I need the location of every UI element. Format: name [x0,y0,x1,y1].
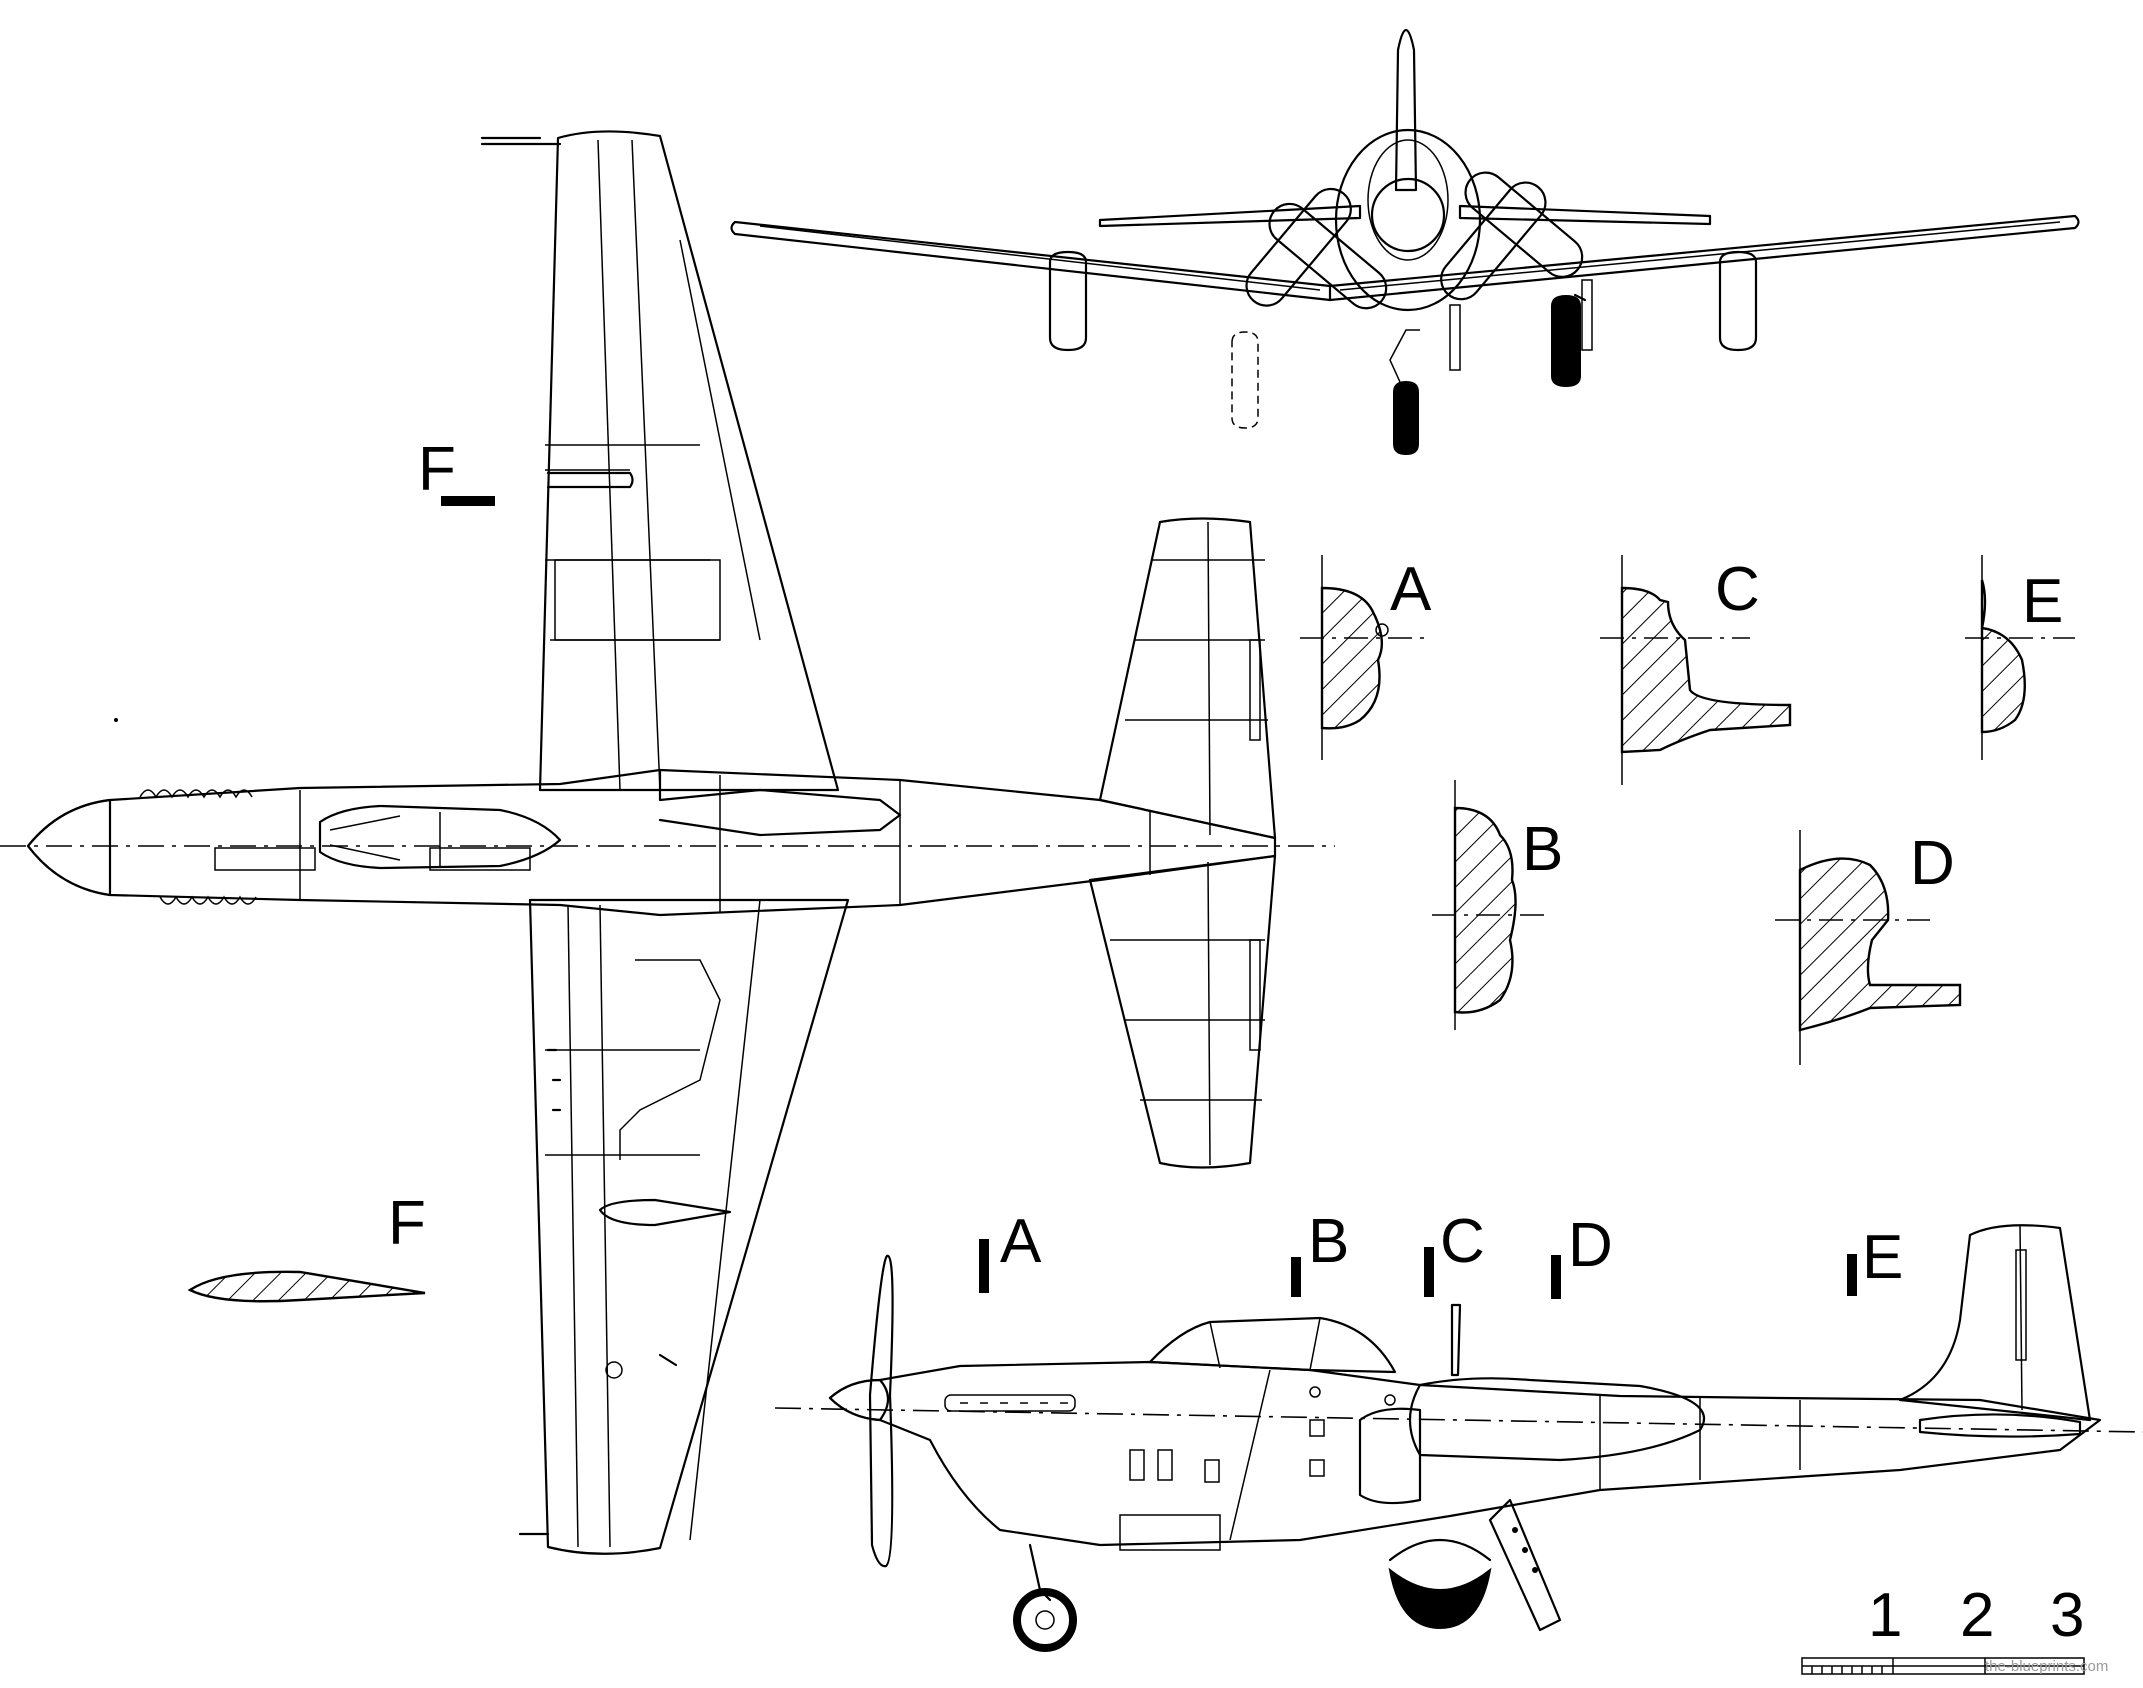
station-label-a: A [1000,1207,1042,1276]
top-view-tailplane-upper [1098,517,1277,840]
front-view-propeller [1245,171,1584,310]
side-view-exhaust [944,1394,1076,1412]
cross-sections: A B C D E F F [187,435,2075,1303]
front-view-droptank-right [1718,250,1758,352]
side-view-belly-wheel [1388,1498,1562,1632]
scale-bar: 1 2 3 the-blueprints.com [1801,1581,2108,1675]
top-view [0,130,1335,1555]
section-label-f: F [388,1189,426,1258]
side-view: A B C D E [774,1207,2143,1652]
front-view-gear-right [1551,294,1581,388]
section-label-d: D [1910,829,1955,898]
front-view-wing [730,220,1332,302]
side-view-fuselage [828,1360,2102,1547]
front-view [730,28,2080,456]
front-view-gear-left [1393,380,1419,456]
top-view-lower-wing [528,898,850,1555]
section-label-b: B [1522,815,1563,884]
side-view-canopy [1148,1316,1397,1374]
side-view-centerline [774,1407,2143,1433]
exhaust-stacks-upper [139,789,253,799]
front-view-phantom-wheel [1231,331,1259,429]
side-view-fin [1898,1224,2092,1422]
station-marks [979,1239,1857,1299]
front-view-droptank-left [1048,250,1088,352]
scale-tick-2: 2 [1960,1581,1994,1650]
section-e [1965,555,2075,760]
scale-tick-1: 1 [1868,1581,1902,1650]
station-label-b: B [1308,1207,1349,1276]
side-view-propeller [868,1254,894,1568]
section-d [1775,830,1962,1065]
section-f-airfoil [187,1270,426,1303]
section-label-a: A [1390,555,1432,624]
station-mark-f [441,496,495,506]
top-view-tailplane-lower [1088,854,1277,1169]
station-label-e: E [1862,1223,1903,1292]
station-label-d: D [1568,1211,1613,1280]
section-label-e: E [2022,567,2063,636]
watermark: the-blueprints.com [1985,1658,2108,1675]
top-view-upper-wing [538,130,840,792]
station-label-c: C [1440,1207,1485,1276]
top-view-canopy [318,804,562,870]
station-label-f: F [418,435,456,504]
section-label-c: C [1715,555,1760,624]
section-a [1300,555,1430,760]
scale-tick-3: 3 [2050,1581,2084,1650]
side-view-main-gear [1013,1543,1077,1652]
exhaust-stacks-lower [159,895,257,905]
section-c [1600,555,1792,785]
section-b [1432,780,1545,1030]
